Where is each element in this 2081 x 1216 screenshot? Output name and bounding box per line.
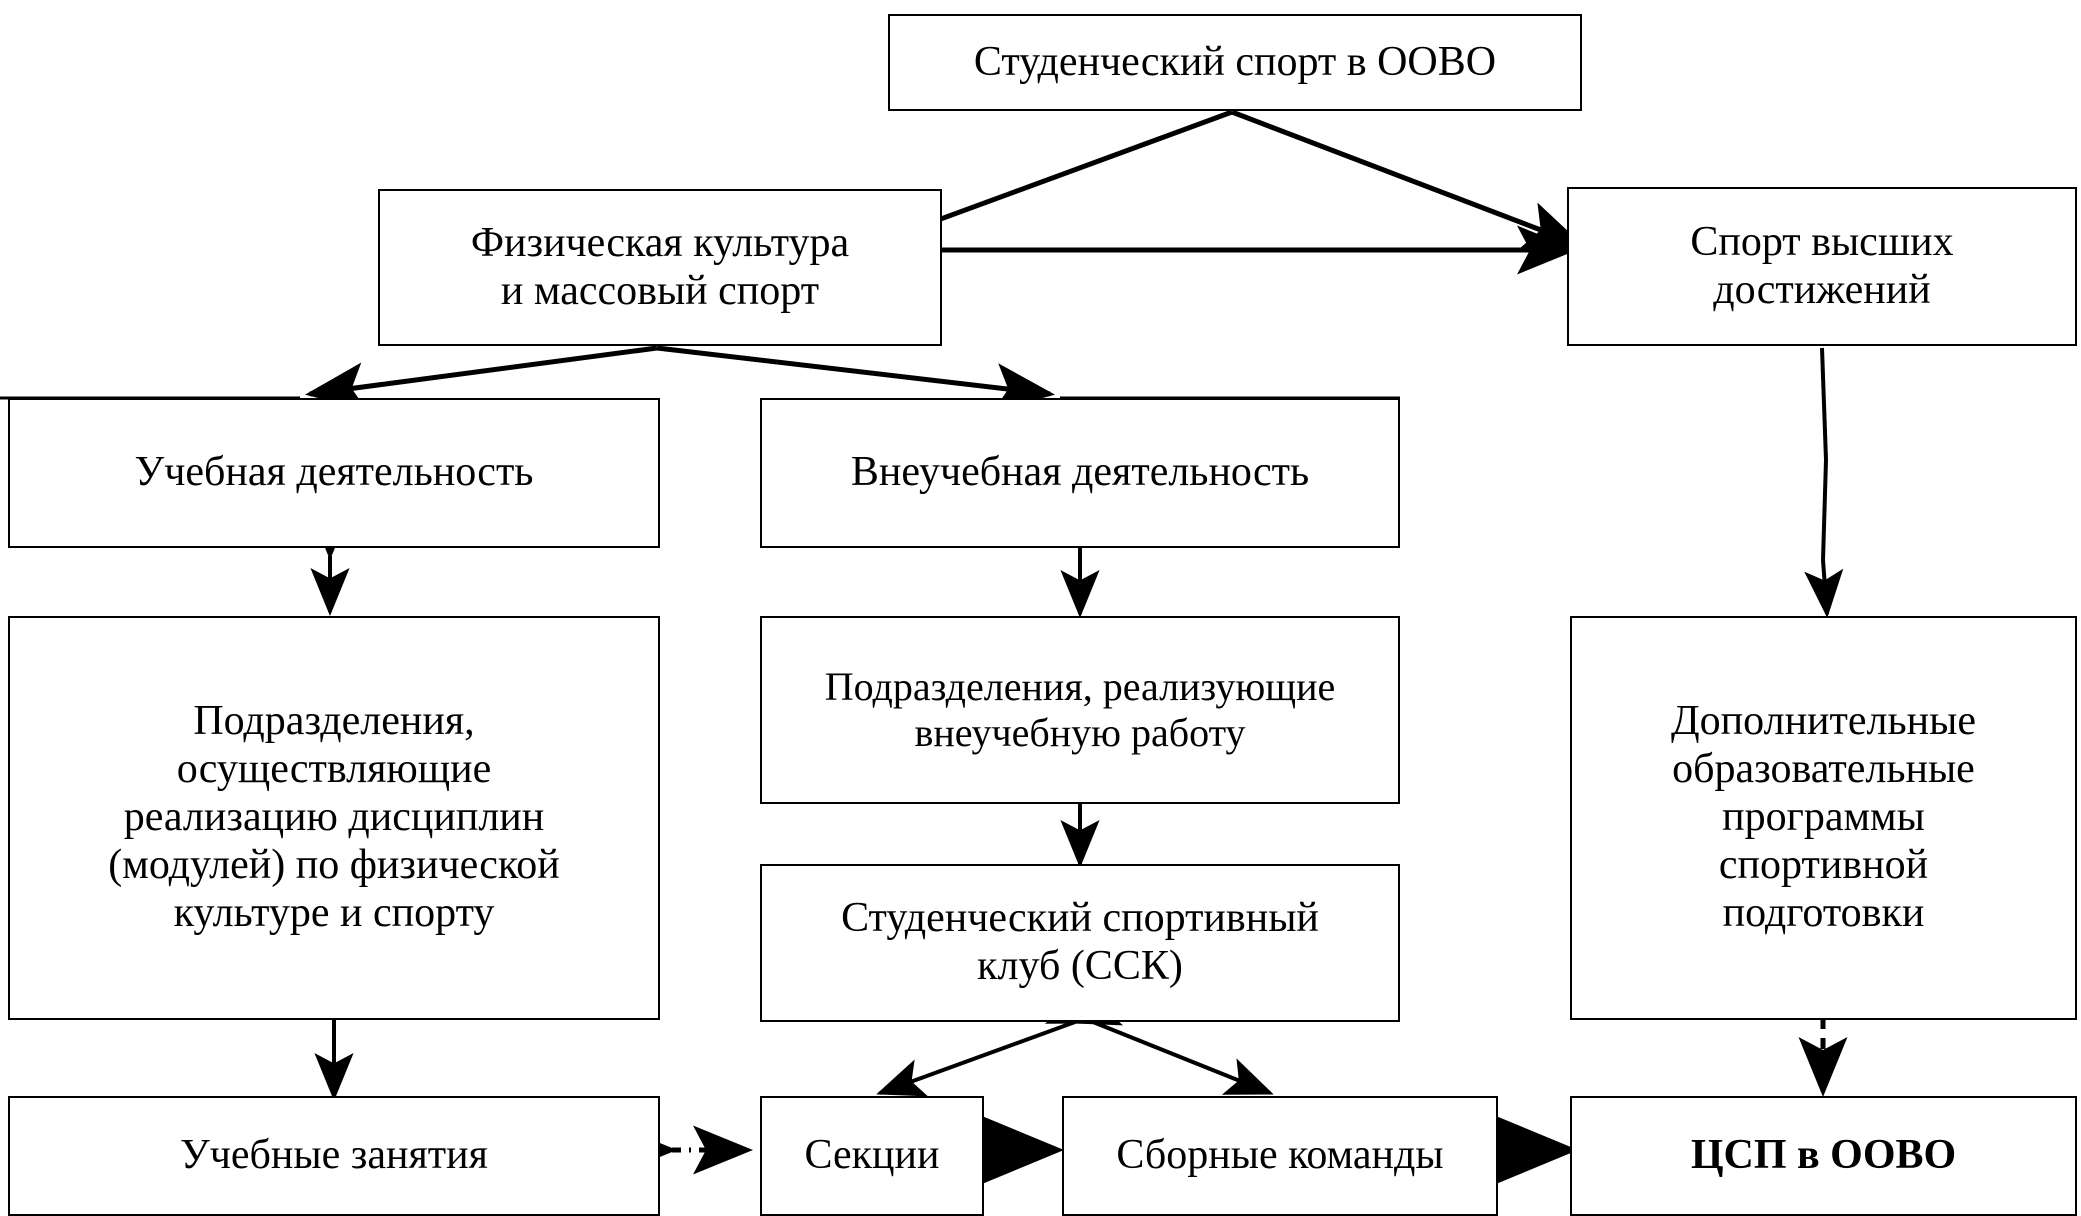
node-root[interactable]: Студенческий спорт в ООВО bbox=[888, 14, 1582, 111]
node-academic-activity-label: Учебная деятельность bbox=[134, 449, 534, 496]
node-extracurricular-activity-label: Внеучебная деятельность bbox=[850, 449, 1310, 496]
node-csp-label: ЦСП в ООВО bbox=[1690, 1132, 1957, 1179]
edge-elite-to-programs bbox=[1804, 347, 1844, 618]
edge-root-to-elite bbox=[1231, 109, 1585, 249]
edge-club-to-sections bbox=[876, 988, 1124, 1097]
edge-club-to-teams bbox=[1044, 987, 1274, 1095]
node-training-sessions-label: Учебные занятия bbox=[180, 1132, 488, 1179]
edge-pe-to-academic bbox=[305, 345, 658, 412]
node-national-teams-label: Сборные команды bbox=[1116, 1132, 1444, 1179]
edge-pe-to-extracurricular bbox=[656, 345, 1055, 412]
node-national-teams[interactable]: Сборные команды bbox=[1062, 1096, 1498, 1216]
node-root-label: Студенческий спорт в ООВО bbox=[973, 38, 1497, 85]
node-academic-activity[interactable]: Учебная деятельность bbox=[8, 398, 660, 548]
node-csp[interactable]: ЦСП в ООВО bbox=[1570, 1096, 2077, 1216]
node-training-sessions[interactable]: Учебные занятия bbox=[8, 1096, 660, 1216]
node-sections-label: Секции bbox=[804, 1132, 940, 1179]
node-sections[interactable]: Секции bbox=[760, 1096, 984, 1216]
node-extracurricular-activity[interactable]: Внеучебная деятельность bbox=[760, 398, 1400, 548]
